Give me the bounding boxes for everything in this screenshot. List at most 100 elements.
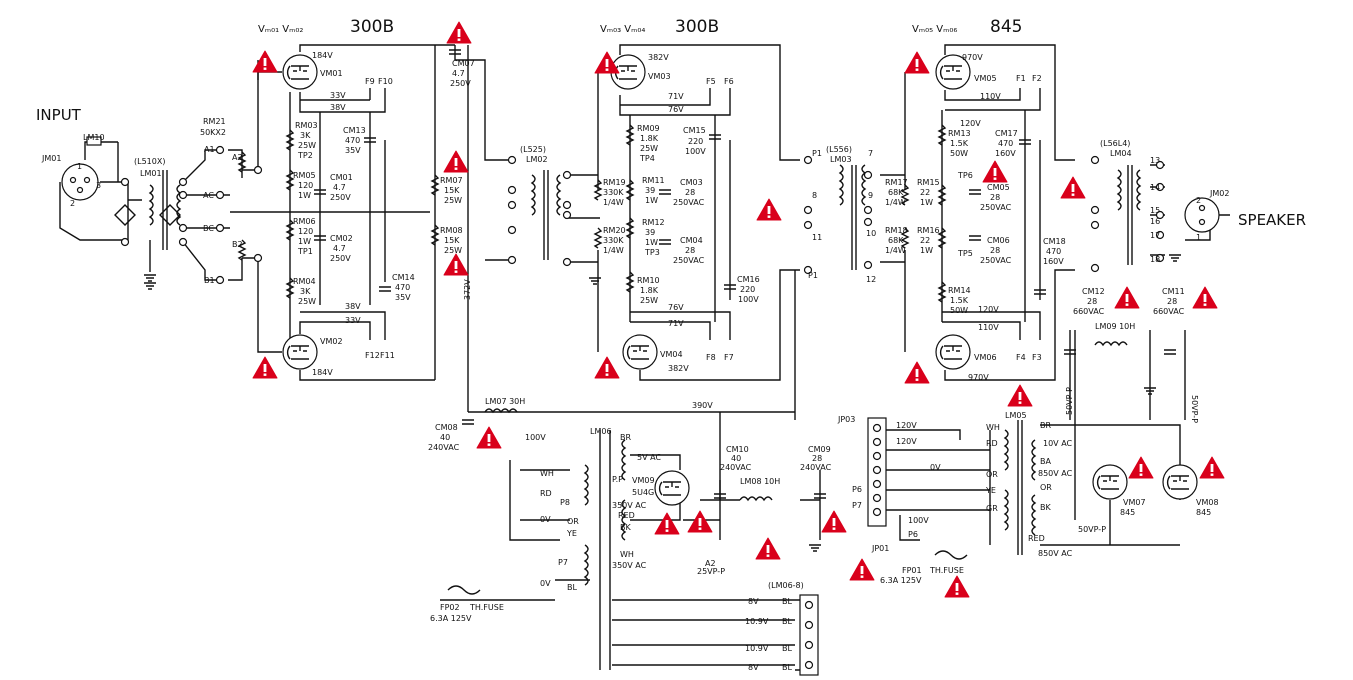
rm21-label: RM21 [203, 117, 226, 126]
vm01-label: VM01 [320, 69, 343, 78]
speaker-label: SPEAKER [1238, 211, 1306, 229]
v-120-a: 120V [896, 421, 917, 430]
v-110-top: 110V [980, 92, 1001, 101]
cm11-label: CM11 [1162, 287, 1185, 296]
rm03-watt: 25W [298, 141, 316, 150]
fp02-type: TH.FUSE [469, 603, 504, 612]
rm07-watt: 25W [444, 196, 462, 205]
wc-bl6: BL [782, 617, 792, 626]
lm07-label: LM07 30H [485, 397, 525, 406]
cm14-volt: 35V [395, 293, 411, 302]
pin-b1: B1 [204, 276, 215, 285]
pin-j1: 1 [77, 162, 82, 171]
speaker-jack [1168, 197, 1220, 262]
v-71-top: 71V [668, 92, 684, 101]
wc-gr3: GR [986, 504, 998, 513]
rm20-label: RM20 [603, 226, 626, 235]
fp02-value: 6.3A 125V [430, 614, 472, 623]
rm08-value: 15K [444, 236, 460, 245]
wc-bl1: BL [567, 583, 577, 592]
tp5-label: TP5 [957, 249, 973, 258]
f2-label: F2 [1032, 74, 1042, 83]
rm04-value: 3K [300, 287, 311, 296]
stage2-type: 300B [675, 17, 719, 37]
rm13-value: 1.5K [950, 139, 969, 148]
l556-label: (L556) [826, 145, 852, 154]
cm05-volt: 250VAC [980, 203, 1012, 212]
cm15-volt: 100V [685, 147, 706, 156]
cm11-volt: 660VAC [1153, 307, 1185, 316]
v-390: 390V [692, 401, 713, 410]
warning-icon [594, 356, 620, 379]
pin-a1: A1 [204, 145, 215, 154]
v-120-b: 120V [896, 437, 917, 446]
rm19-label: RM19 [603, 178, 626, 187]
warning-icon [1192, 286, 1218, 309]
jp01-label: JP01 [871, 544, 889, 553]
rm21-value: 50KX2 [200, 128, 226, 137]
warning-icon [476, 426, 502, 449]
pin-10: 10 [866, 229, 876, 238]
wc-rd3: RD [986, 439, 998, 448]
rm14-label: RM14 [948, 286, 971, 295]
lm04-transformer [1090, 155, 1165, 273]
wc-bl8: BL [782, 663, 792, 672]
v-10-9-a: 10.9V [745, 617, 769, 626]
f1-label: F1 [1016, 74, 1026, 83]
cm12-volt: 660VAC [1073, 307, 1105, 316]
v-76-top: 76V [668, 105, 684, 114]
v-50vpp-a: 50VP-P [1078, 525, 1106, 534]
lm08-label: LM08 10H [740, 477, 780, 486]
fp01-fuse [934, 550, 968, 560]
cm03-value: 28 [685, 188, 695, 197]
vm05-label: VM05 [974, 74, 997, 83]
wc-wh2: WH [620, 550, 634, 559]
cm15-value: 220 [688, 137, 703, 146]
cm17-value: 470 [998, 139, 1013, 148]
stage3-header: Vₘ₀₅ Vₘ₀₆ [912, 24, 957, 35]
warning-icon [849, 558, 875, 581]
vm08-tube [1162, 464, 1198, 500]
vm04-tube [622, 334, 658, 370]
v-350-a: 350V AC [612, 501, 647, 510]
pin-j2b: 2 [1196, 196, 1201, 205]
wc-wh1: WH [540, 469, 554, 478]
rm08-watt: 25W [444, 246, 462, 255]
f5-label: F5 [706, 77, 716, 86]
tp1-label: TP1 [297, 247, 313, 256]
cm11-value: 28 [1167, 297, 1177, 306]
wc-red4: RED [1028, 534, 1045, 543]
warning-icon [982, 160, 1008, 183]
v-110-bot: 110V [978, 323, 999, 332]
cm16-value: 220 [740, 285, 755, 294]
vm02-tube [282, 334, 318, 370]
v-71-bot: 71V [668, 319, 684, 328]
pin-j2: 2 [70, 199, 75, 208]
v-38-top: 38V [330, 103, 346, 112]
lm08-choke [739, 496, 773, 501]
v-120-top: 120V [960, 119, 981, 128]
cm18-volt: 160V [1043, 257, 1064, 266]
cm07-volt: 250V [450, 79, 471, 88]
warning-icon [944, 575, 970, 598]
rm15-watt: 1W [920, 198, 933, 207]
warning-icon [821, 510, 847, 533]
f12-label: F12 [365, 351, 380, 360]
cm02-value: 4.7 [333, 244, 346, 253]
rm15-label: RM15 [917, 178, 940, 187]
rm20-value: 330K [603, 236, 624, 245]
tp2-label: TP2 [297, 151, 313, 160]
pin-18: 18 [1150, 255, 1160, 264]
v-0-left: 0V [540, 515, 551, 524]
pin-p6: P6 [852, 485, 862, 494]
lm01-label: LM01 [140, 169, 162, 178]
l525-label: (L525) [520, 145, 546, 154]
rm09-watt: 25W [640, 144, 658, 153]
pin-p7: P7 [852, 501, 862, 510]
warning-icon [1007, 384, 1033, 407]
pin-14: 14 [1150, 183, 1160, 192]
rm14-watt: 50W [950, 306, 968, 315]
warning-icon [904, 51, 930, 74]
pin-j1b: 1 [1196, 233, 1201, 242]
pin-13: 13 [1150, 156, 1160, 165]
